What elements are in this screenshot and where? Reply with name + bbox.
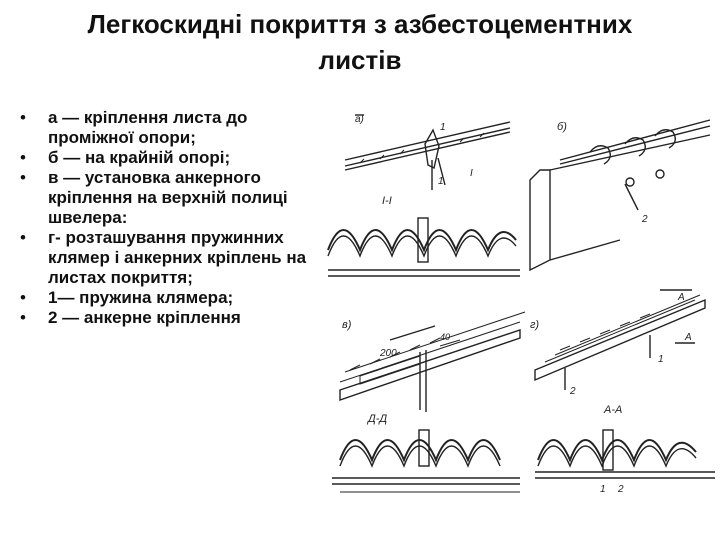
label-g: г) [530, 319, 539, 331]
panel-v-drawing [339, 311, 526, 412]
title-line-1: Легкоскидні покриття з азбестоцементних [87, 9, 633, 39]
label-dim-200: 200 [379, 348, 397, 359]
technical-drawing: a) I-I 1 1 I б) 2 в) 200 40 г) A A 2 1 Д… [320, 100, 715, 498]
bullet-text: в — установка анкерного кріплення на вер… [48, 168, 288, 227]
bullet-item: • 2 — анкерне кріплення [18, 308, 318, 328]
bullet-icon: • [20, 288, 26, 307]
bullet-icon: • [20, 148, 26, 167]
bullet-text: 2 — анкерне кріплення [48, 308, 241, 327]
label-one-a2: 1 [438, 176, 444, 187]
bullet-item: • г- розташування пружинних клямер і анке… [18, 228, 318, 288]
label-dim-40: 40 [440, 332, 450, 342]
label-one-g: 1 [658, 354, 664, 365]
bullet-text: 1— пружина клямера; [48, 288, 234, 307]
label-b: б) [557, 121, 567, 133]
label-v: в) [342, 319, 352, 331]
slide-title: Легкоскидні покриття з азбестоцементних … [40, 6, 680, 78]
bullet-item: • б — на крайній опорі; [18, 148, 318, 168]
label-two-aa: 2 [617, 484, 624, 495]
section-1-drawing [327, 217, 520, 277]
panel-b-drawing [529, 119, 711, 272]
label-section-a: A-A [603, 404, 622, 416]
bullet-text: а — кріплення листа до проміжної опори; [48, 108, 248, 147]
bullet-icon: • [20, 228, 26, 247]
label-roman-1: I [470, 168, 473, 179]
panel-a-drawing [344, 114, 511, 190]
bullet-list: • а — кріплення листа до проміжної опори;… [18, 108, 318, 328]
label-one-a: 1 [440, 122, 446, 133]
label-a: a) [355, 114, 364, 125]
label-letter-a-top: A [677, 292, 685, 303]
label-two-b: 2 [641, 214, 648, 225]
bullet-icon: • [20, 168, 26, 187]
bullet-text: б — на крайній опорі; [48, 148, 231, 167]
bullet-text: г- розташування пружинних клямер і анкер… [48, 228, 307, 287]
label-letter-a-bottom: A [684, 332, 692, 343]
label-section-1: I-I [382, 195, 392, 207]
panel-g-drawing [534, 289, 706, 390]
label-one-aa: 1 [600, 484, 606, 495]
drawing-canvas: a) I-I 1 1 I б) 2 в) 200 40 г) A A 2 1 Д… [327, 114, 715, 495]
bullet-item: • 1— пружина клямера; [18, 288, 318, 308]
label-two-g: 2 [569, 386, 576, 397]
bullet-item: • в — установка анкерного кріплення на ве… [18, 168, 318, 228]
section-a-drawing [535, 429, 715, 479]
section-2-drawing [332, 429, 520, 493]
bullet-icon: • [20, 308, 26, 327]
bullet-item: • а — кріплення листа до проміжної опори; [18, 108, 318, 148]
title-line-2: листів [318, 45, 402, 75]
bullet-icon: • [20, 108, 26, 127]
label-section-2: Д-Д [366, 413, 387, 425]
